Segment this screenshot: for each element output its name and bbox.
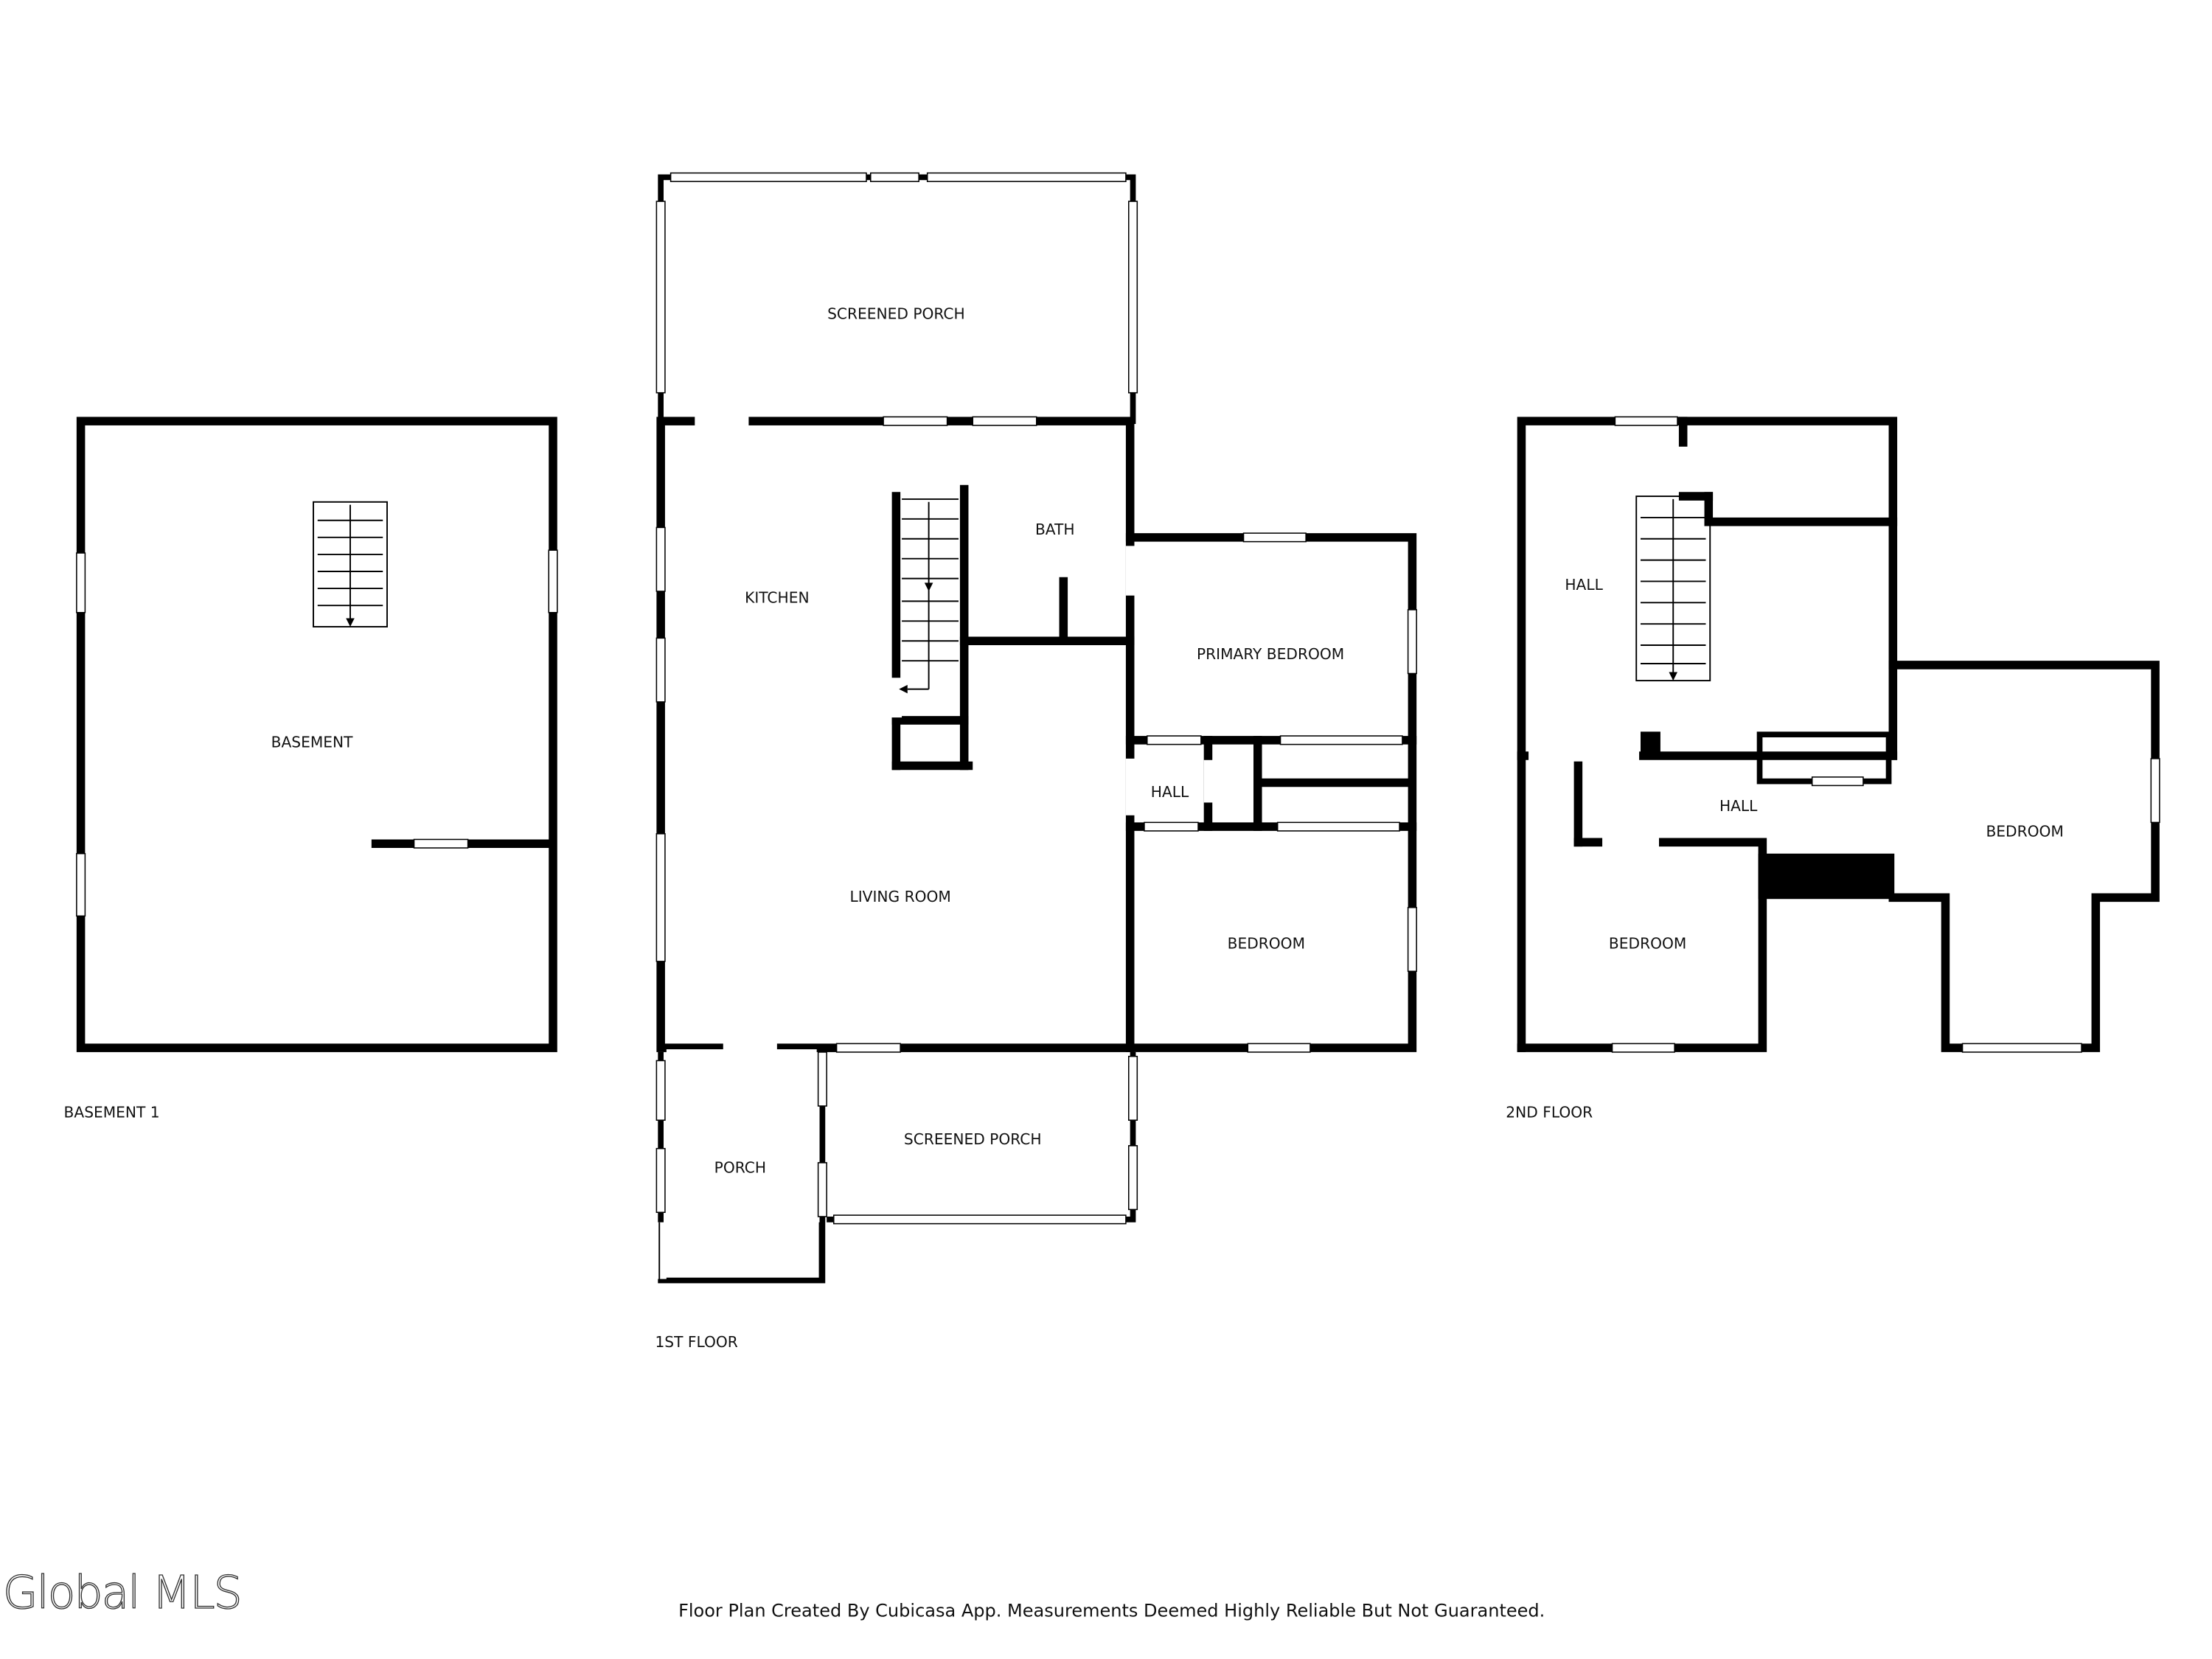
- room-label-porch: PORCH: [714, 1158, 766, 1176]
- room-label-bedroom: BEDROOM: [1228, 935, 1305, 953]
- basement-walls: [76, 417, 557, 1052]
- window: [1128, 201, 1138, 394]
- room-label-screened-porch-top: SCREENED PORCH: [827, 305, 965, 323]
- window: [669, 172, 867, 182]
- window: [548, 549, 558, 613]
- stairs: [313, 501, 388, 627]
- room-label-hall-2: HALL: [1719, 797, 1758, 815]
- window: [972, 416, 1037, 426]
- window: [76, 852, 86, 917]
- stairs: [1635, 495, 1711, 682]
- global-mls-logo: Global MLS: [3, 1566, 241, 1619]
- window: [1407, 609, 1417, 675]
- window: [1242, 532, 1307, 543]
- room-label-upper-hall: HALL: [1565, 576, 1603, 594]
- window: [655, 637, 666, 703]
- window: [835, 1043, 901, 1053]
- floor-title-first: 1ST FLOOR: [655, 1333, 737, 1351]
- second-floor-plan: HALL HALL BEDROOM BEDROOM 2ND FLOOR: [1506, 416, 2160, 1121]
- room-label-screened-porch-bottom: SCREENED PORCH: [904, 1130, 1042, 1148]
- window: [1247, 1043, 1311, 1053]
- floor-title-second: 2ND FLOOR: [1506, 1103, 1593, 1121]
- basement-plan: BASEMENT BASEMENT 1: [64, 417, 558, 1121]
- room-label-hall: HALL: [1151, 783, 1189, 801]
- room-label-bedroom-right: BEDROOM: [1986, 823, 2063, 841]
- window: [76, 552, 86, 613]
- porch: [655, 1049, 827, 1284]
- window: [883, 416, 948, 426]
- window: [655, 833, 666, 962]
- window: [1407, 907, 1417, 973]
- room-label-kitchen: KITCHEN: [745, 588, 809, 606]
- first-floor-plan: SCREENED PORCH KITCHEN BATH PRIMARY BEDR…: [655, 172, 1417, 1351]
- floor-title-basement: BASEMENT 1: [64, 1103, 160, 1121]
- window: [655, 201, 666, 394]
- room-label-bath: BATH: [1035, 521, 1075, 538]
- window: [926, 172, 1127, 182]
- bottom-screened-porch: [827, 1051, 1138, 1225]
- stairs: [890, 492, 973, 771]
- room-label-bedroom-left: BEDROOM: [1609, 935, 1686, 953]
- room-label-primary-bedroom: PRIMARY BEDROOM: [1197, 645, 1344, 663]
- room-label-basement: BASEMENT: [271, 733, 354, 751]
- window: [655, 526, 666, 592]
- door-opening: [413, 838, 469, 849]
- room-label-living-room: LIVING ROOM: [849, 888, 950, 905]
- disclaimer-text: Floor Plan Created By Cubicasa App. Meas…: [678, 1600, 1545, 1621]
